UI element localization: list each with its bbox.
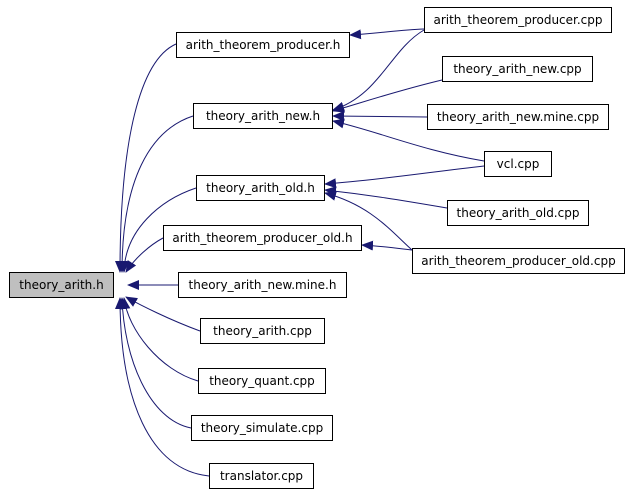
edge-arith-theorem-producer-h: [115, 43, 177, 273]
node-arith-theorem-producer-h[interactable]: arith_theorem_producer.h: [176, 32, 350, 58]
edge-arith-theorem-producer-old-cpp: [361, 240, 413, 251]
edge-translator-cpp: [115, 297, 210, 477]
edge-theory-arith-new-h: [117, 115, 194, 273]
edge-theory-arith-new-cpp: [332, 79, 443, 113]
node-vcl-cpp[interactable]: vcl.cpp: [484, 151, 552, 177]
node-theory-arith-h[interactable]: theory_arith.h: [9, 272, 114, 298]
node-theory-quant-cpp[interactable]: theory_quant.cpp: [198, 368, 326, 394]
node-arith-theorem-producer-old-cpp[interactable]: arith_theorem_producer_old.cpp: [412, 248, 625, 274]
node-arith-theorem-producer-old-h[interactable]: arith_theorem_producer_old.h: [163, 225, 362, 251]
node-theory-arith-old-h[interactable]: theory_arith_old.h: [196, 175, 325, 201]
edge-theory-arith-cpp: [125, 296, 201, 332]
edge-arith-theorem-producer-old-h: [125, 237, 164, 273]
edge-theory-arith-old-h: [119, 187, 197, 273]
node-arith-theorem-producer-cpp[interactable]: arith_theorem_producer.cpp: [424, 7, 612, 33]
edge-atpo-cpp-to-tao-h: [324, 191, 413, 251]
edge-vcl-to-tao-h: [324, 165, 485, 189]
edge-theory-arith-old-cpp: [324, 186, 448, 209]
edge-theory-simulate-cpp: [117, 297, 192, 429]
node-theory-arith-new-mine-h[interactable]: theory_arith_new.mine.h: [178, 272, 347, 298]
node-translator-cpp[interactable]: translator.cpp: [209, 463, 314, 489]
node-theory-simulate-cpp[interactable]: theory_simulate.cpp: [191, 415, 333, 441]
node-theory-arith-cpp[interactable]: theory_arith.cpp: [200, 318, 325, 344]
node-theory-arith-new-h[interactable]: theory_arith_new.h: [193, 103, 333, 129]
node-theory-arith-old-cpp[interactable]: theory_arith_old.cpp: [447, 200, 589, 226]
node-theory-arith-new-mine-cpp[interactable]: theory_arith_new.mine.cpp: [427, 104, 609, 130]
edge-arith-theorem-producer-cpp: [349, 28, 425, 40]
edge-atp-cpp-to-tan-h: [332, 29, 425, 112]
edge-theory-arith-new-mine-cpp: [332, 111, 428, 122]
node-theory-arith-new-cpp[interactable]: theory_arith_new.cpp: [442, 56, 593, 82]
edge-vcl-to-tan-h: [332, 118, 485, 162]
